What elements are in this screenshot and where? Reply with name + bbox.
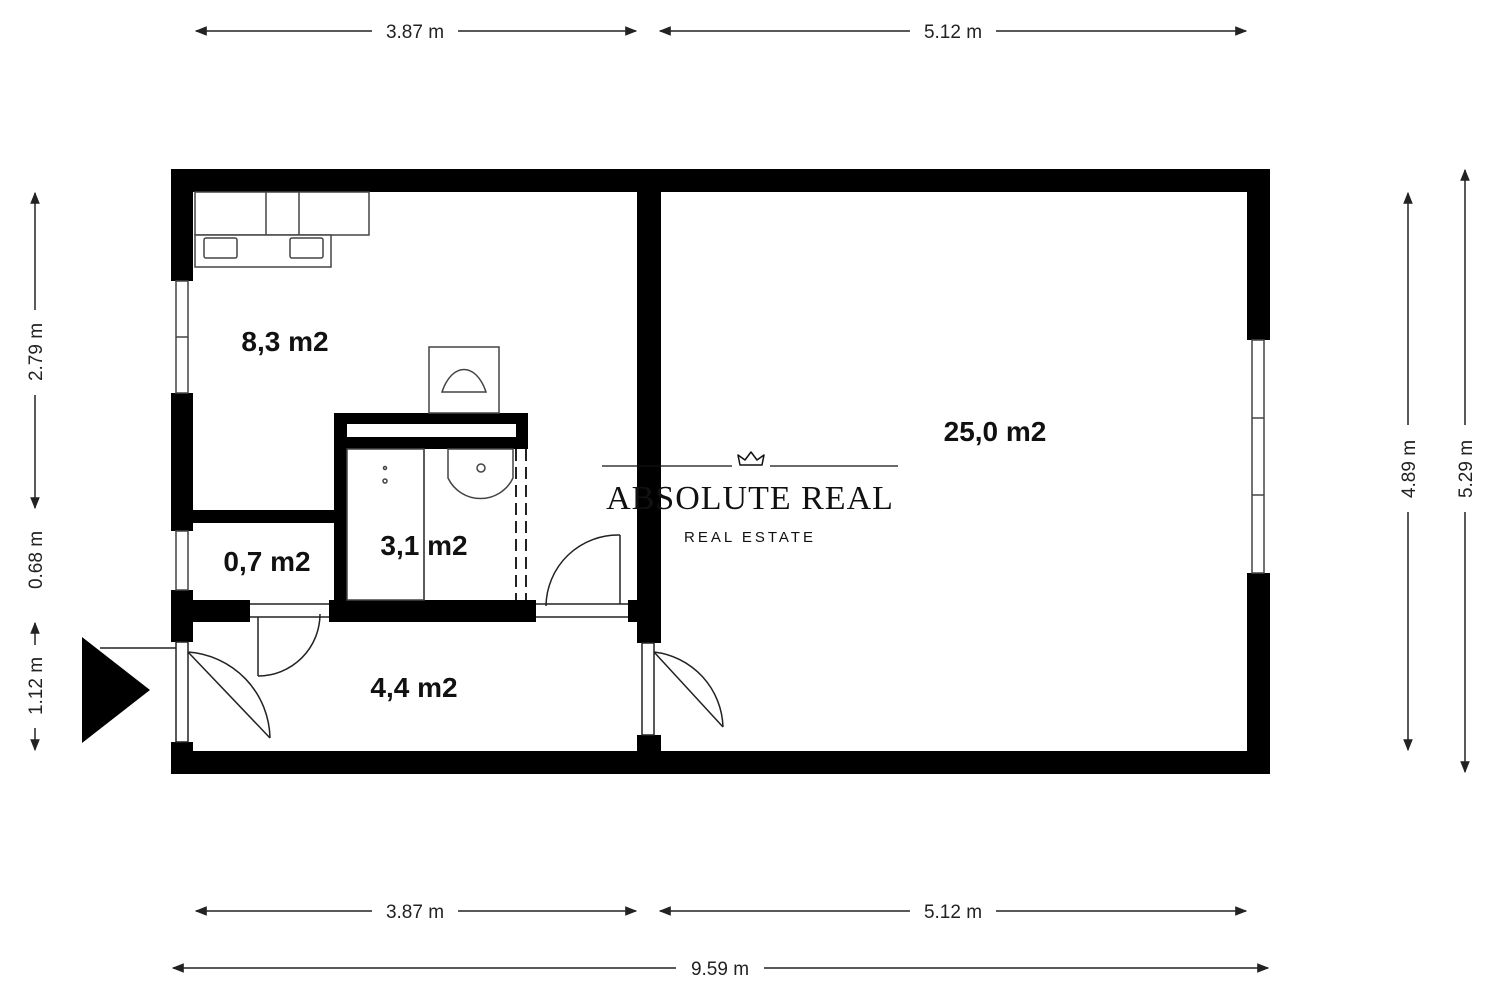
dim-right-outer: 5.29 m xyxy=(1456,440,1477,498)
windows xyxy=(175,280,1265,591)
dim-right-inner: 4.89 m xyxy=(1399,440,1420,498)
room-area-kitchen: 8,3 m2 xyxy=(241,326,328,357)
doors xyxy=(175,449,724,743)
dimension-lines xyxy=(30,26,1470,973)
logo-subtitle: REAL ESTATE xyxy=(684,529,816,546)
kitchen-counter xyxy=(194,191,370,268)
room-area-living: 25,0 m2 xyxy=(944,416,1047,447)
dim-top-right: 5.12 m xyxy=(924,22,982,43)
walls xyxy=(171,169,1270,774)
logo-title: ABSOLUTE REAL xyxy=(606,480,894,517)
entrance-arrow-icon xyxy=(82,637,150,743)
dim-left-upper: 2.79 m xyxy=(26,323,47,381)
watermark-logo: ABSOLUTE REAL REAL ESTATE xyxy=(602,451,898,546)
room-area-bathroom: 3,1 m2 xyxy=(380,530,467,561)
room-area-hall: 4,4 m2 xyxy=(370,672,457,703)
dim-bottom-right: 5.12 m xyxy=(924,902,982,923)
dim-left-middle: 0.68 m xyxy=(26,531,47,589)
crown-icon xyxy=(737,451,765,466)
dim-bottom-left: 3.87 m xyxy=(386,902,444,923)
dim-bottom-total: 9.59 m xyxy=(691,959,749,980)
bathroom-fixtures xyxy=(346,448,514,601)
stove xyxy=(428,346,500,414)
room-area-storage: 0,7 m2 xyxy=(223,546,310,577)
dim-left-lower: 1.12 m xyxy=(26,657,47,715)
dim-top-left: 3.87 m xyxy=(386,22,444,43)
